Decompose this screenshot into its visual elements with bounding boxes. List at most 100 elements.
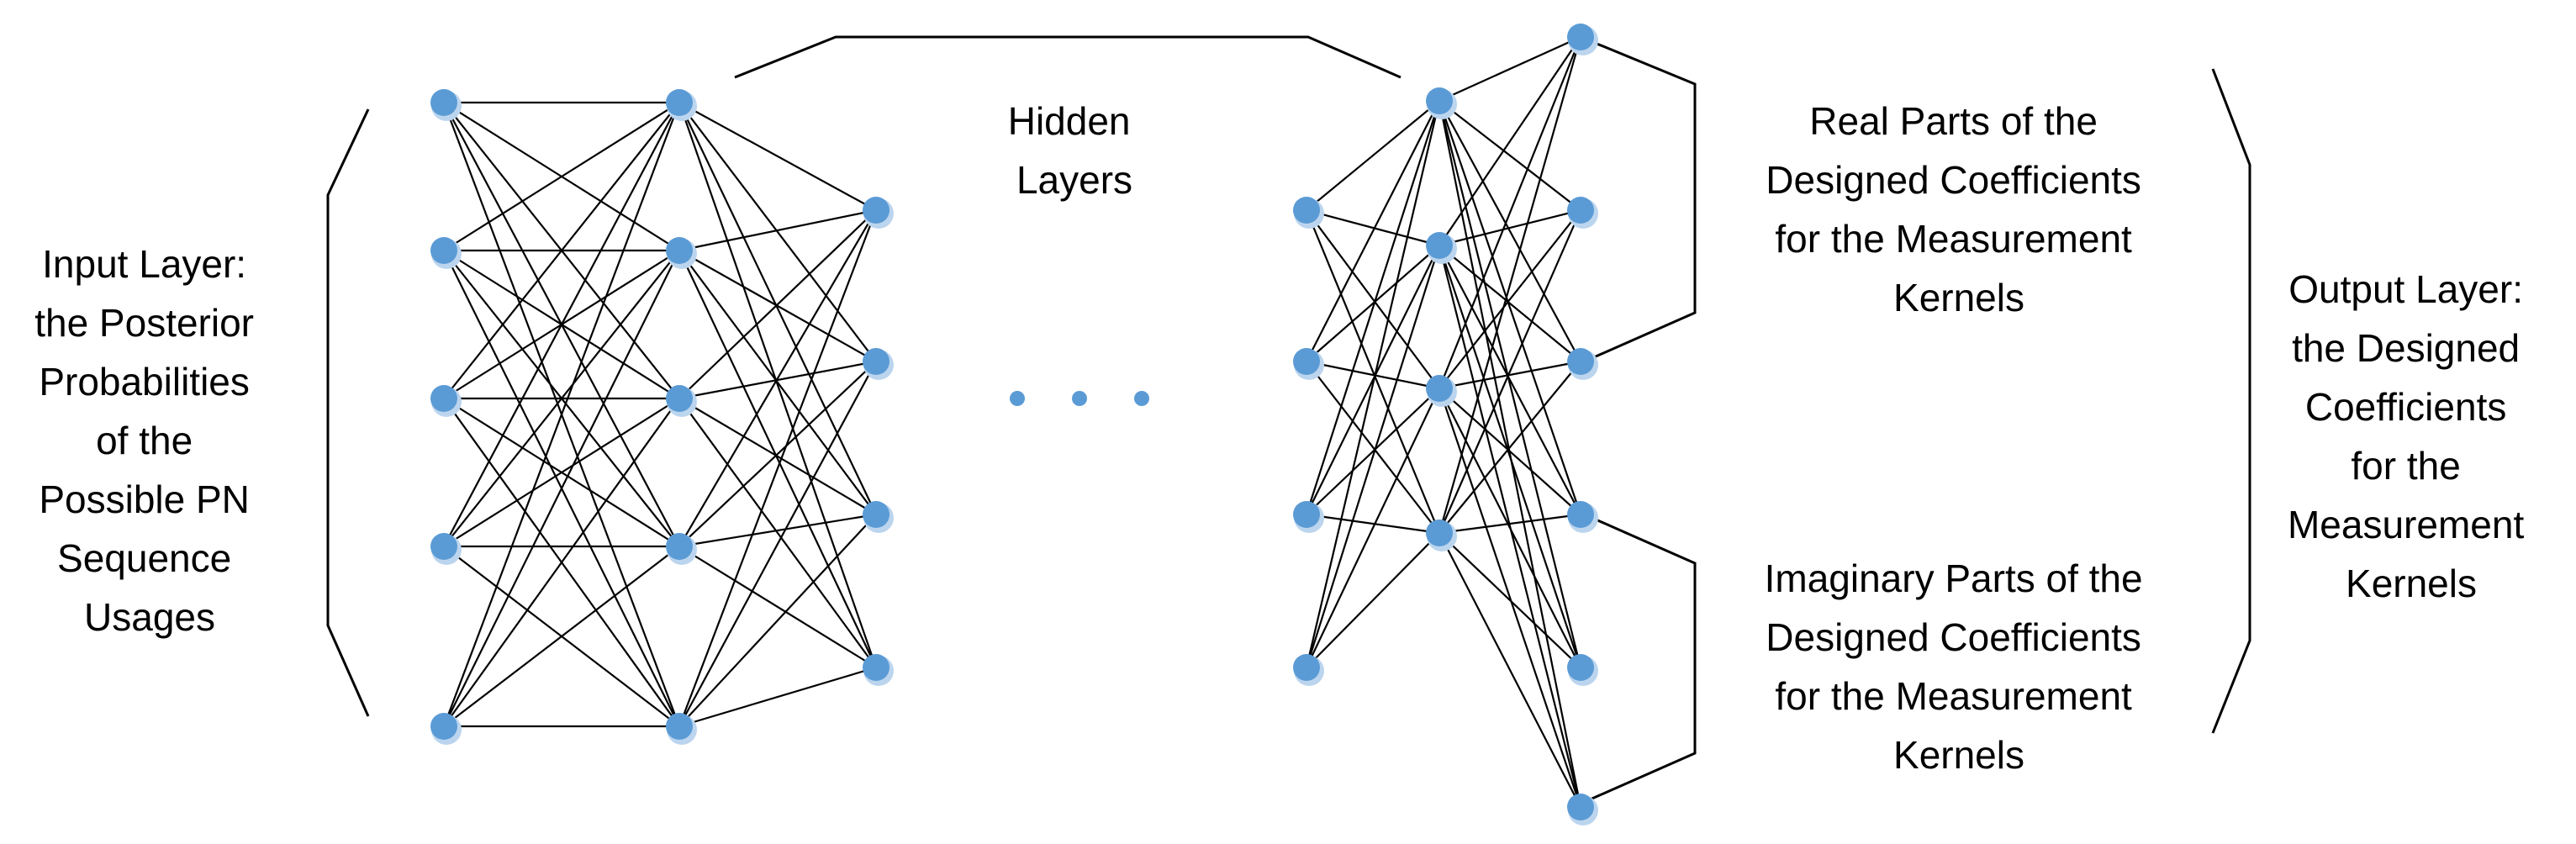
network-node: [1293, 348, 1320, 375]
real-parts-bracket: [1580, 35, 1697, 365]
connection-edge: [678, 209, 877, 399]
imag-label-line: Designed Coefficients: [1766, 615, 2141, 659]
network-node: [666, 237, 693, 264]
network-node: [666, 713, 693, 740]
network-node: [1567, 348, 1594, 375]
imaginary-parts-bracket: [1580, 511, 1697, 805]
network-node: [863, 348, 889, 375]
connection-edge: [678, 102, 877, 362]
connection-edge: [1438, 36, 1582, 389]
connection-edge: [1438, 100, 1582, 515]
ellipsis-dot: [1010, 391, 1025, 406]
connection-edge: [443, 102, 680, 547]
connection-edge: [678, 513, 877, 548]
connection-edge: [1438, 360, 1581, 390]
hidden-layers-label: Hidden Layers: [1008, 99, 1142, 202]
connection-edge: [1438, 513, 1581, 535]
connection-edge: [1438, 100, 1582, 668]
connection-edge: [1438, 35, 1581, 103]
network-node: [863, 654, 889, 681]
connection-edge: [678, 102, 877, 515]
connection-edge: [1305, 100, 1441, 515]
network-node: [1426, 375, 1453, 402]
connection-edge: [1306, 361, 1440, 534]
connection-edge: [1305, 245, 1441, 668]
connection-edge: [1438, 36, 1581, 246]
connection-edge: [443, 398, 680, 727]
connection-edge: [1438, 532, 1581, 668]
connection-edge: [678, 250, 877, 668]
network-nodes: [430, 24, 1598, 826]
imaginary-parts-label: Imaginary Parts of the Designed Coeffici…: [1765, 557, 2154, 777]
network-node: [1567, 654, 1594, 681]
imag-label-line: Imaginary Parts of the: [1765, 557, 2143, 600]
connection-edge: [443, 398, 680, 547]
network-node: [1293, 654, 1320, 681]
input-label-line: Probabilities: [39, 360, 250, 404]
connection-edge: [1438, 388, 1582, 808]
connection-edge: [1438, 532, 1581, 808]
network-node: [666, 385, 693, 412]
input-layer-bracket: [326, 108, 370, 717]
network-edges: [442, 35, 1582, 808]
ellipsis: [1010, 391, 1149, 406]
connection-edge: [1438, 100, 1581, 362]
connection-edge: [1438, 100, 1581, 211]
connection-edge: [1306, 513, 1440, 535]
network-node: [1426, 232, 1453, 259]
output-label-line: Coefficients: [2305, 385, 2507, 429]
input-label-line: Sequence: [57, 536, 231, 580]
connection-edge: [678, 361, 877, 727]
network-node: [1567, 24, 1594, 50]
real-label-line: for the Measurement: [1775, 217, 2132, 261]
connection-edge: [1438, 209, 1581, 389]
network-node: [430, 237, 457, 264]
network-node: [1567, 794, 1594, 820]
connection-edge: [1306, 360, 1440, 390]
connection-edge: [1438, 208, 1581, 247]
connection-edge: [1306, 209, 1440, 389]
connection-edge: [443, 546, 680, 727]
network-node: [430, 89, 457, 116]
connection-edge: [1438, 245, 1581, 362]
connection-edge: [678, 208, 877, 252]
output-label-line: Measurement: [2288, 503, 2524, 546]
input-label-line: Usages: [84, 595, 215, 639]
connection-edge: [1306, 208, 1440, 247]
input-layer-label: Input Layer: the Posterior Probabilities…: [34, 242, 265, 639]
real-parts-label: Real Parts of the Designed Coefficients …: [1766, 99, 2151, 319]
connection-edge: [678, 666, 877, 728]
output-layer-label: Output Layer: the Designed Coefficients …: [2288, 267, 2535, 605]
connection-edge: [1306, 100, 1440, 362]
connection-edge: [1438, 36, 1582, 534]
connection-edge: [443, 102, 680, 399]
connection-edge: [678, 514, 877, 727]
output-label-line: the Designed: [2292, 326, 2520, 370]
connection-edge: [1438, 388, 1581, 515]
output-label-line: for the: [2351, 444, 2460, 488]
imag-label-line: Kernels: [1893, 733, 2024, 777]
connection-edge: [1306, 388, 1440, 515]
connection-edge: [1306, 388, 1440, 668]
ellipsis-dot: [1072, 391, 1087, 406]
connection-edge: [1306, 532, 1440, 668]
connection-edge: [443, 250, 680, 727]
connection-edge: [443, 102, 680, 251]
connection-edge: [1305, 100, 1441, 668]
connection-edge: [1305, 209, 1441, 534]
connection-edge: [678, 398, 877, 515]
connection-edge: [1438, 245, 1581, 515]
network-node: [863, 501, 889, 528]
connection-edge: [678, 361, 877, 547]
connection-edge: [1306, 245, 1440, 362]
connection-edge: [1306, 245, 1440, 515]
network-node: [1426, 87, 1453, 114]
network-node: [430, 533, 457, 560]
output-label-line: Kernels: [2346, 562, 2477, 605]
real-label-line: Real Parts of the: [1809, 99, 2098, 143]
connection-edge: [678, 250, 877, 362]
hidden-label-line: Layers: [1016, 158, 1132, 202]
network-node: [1567, 197, 1594, 224]
ellipsis-dot: [1134, 391, 1149, 406]
